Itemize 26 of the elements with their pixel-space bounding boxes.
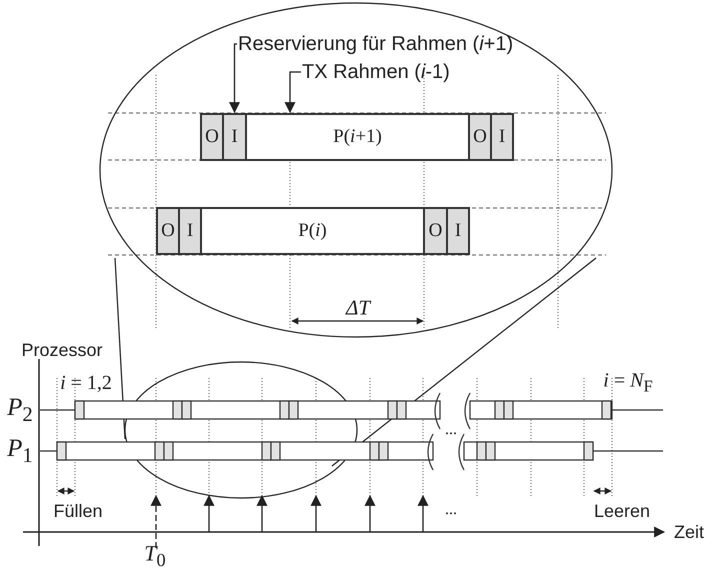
- overhead-block: O: [200, 113, 224, 161]
- dimension-label: ΔT: [346, 298, 370, 318]
- frame-block: P(i+1): [245, 113, 470, 161]
- axis-label: Zeit: [674, 523, 704, 541]
- ellipsis: ...: [445, 502, 457, 518]
- overhead-block: O: [468, 113, 492, 161]
- row-label: P$_{1}$: [7, 436, 33, 466]
- overhead-block: I: [446, 207, 470, 255]
- axis-label: Prozessor: [21, 341, 103, 359]
- time-label: T$_{0}$: [144, 542, 166, 570]
- frame-block: P(i): [200, 207, 425, 255]
- overhead-block: I: [178, 207, 202, 255]
- leader-arrow: [284, 71, 301, 114]
- callout-text: Reservierung für Rahmen (i+1): [238, 34, 514, 54]
- callout-text: TX Rahmen (i-1): [302, 62, 450, 82]
- index-label: i = 1,2: [60, 373, 112, 393]
- phase-label: Füllen: [53, 502, 103, 520]
- overhead-block: I: [490, 113, 514, 161]
- overhead-block: O: [156, 207, 180, 255]
- index-label: i = N$_{F}$: [603, 370, 653, 396]
- row-label: P$_{2}$: [7, 395, 33, 425]
- leader-arrow: [229, 43, 240, 114]
- ellipsis: ...: [445, 422, 457, 438]
- overhead-block: O: [423, 207, 448, 255]
- phase-label: Leeren: [594, 502, 650, 520]
- overhead-block: I: [222, 113, 247, 161]
